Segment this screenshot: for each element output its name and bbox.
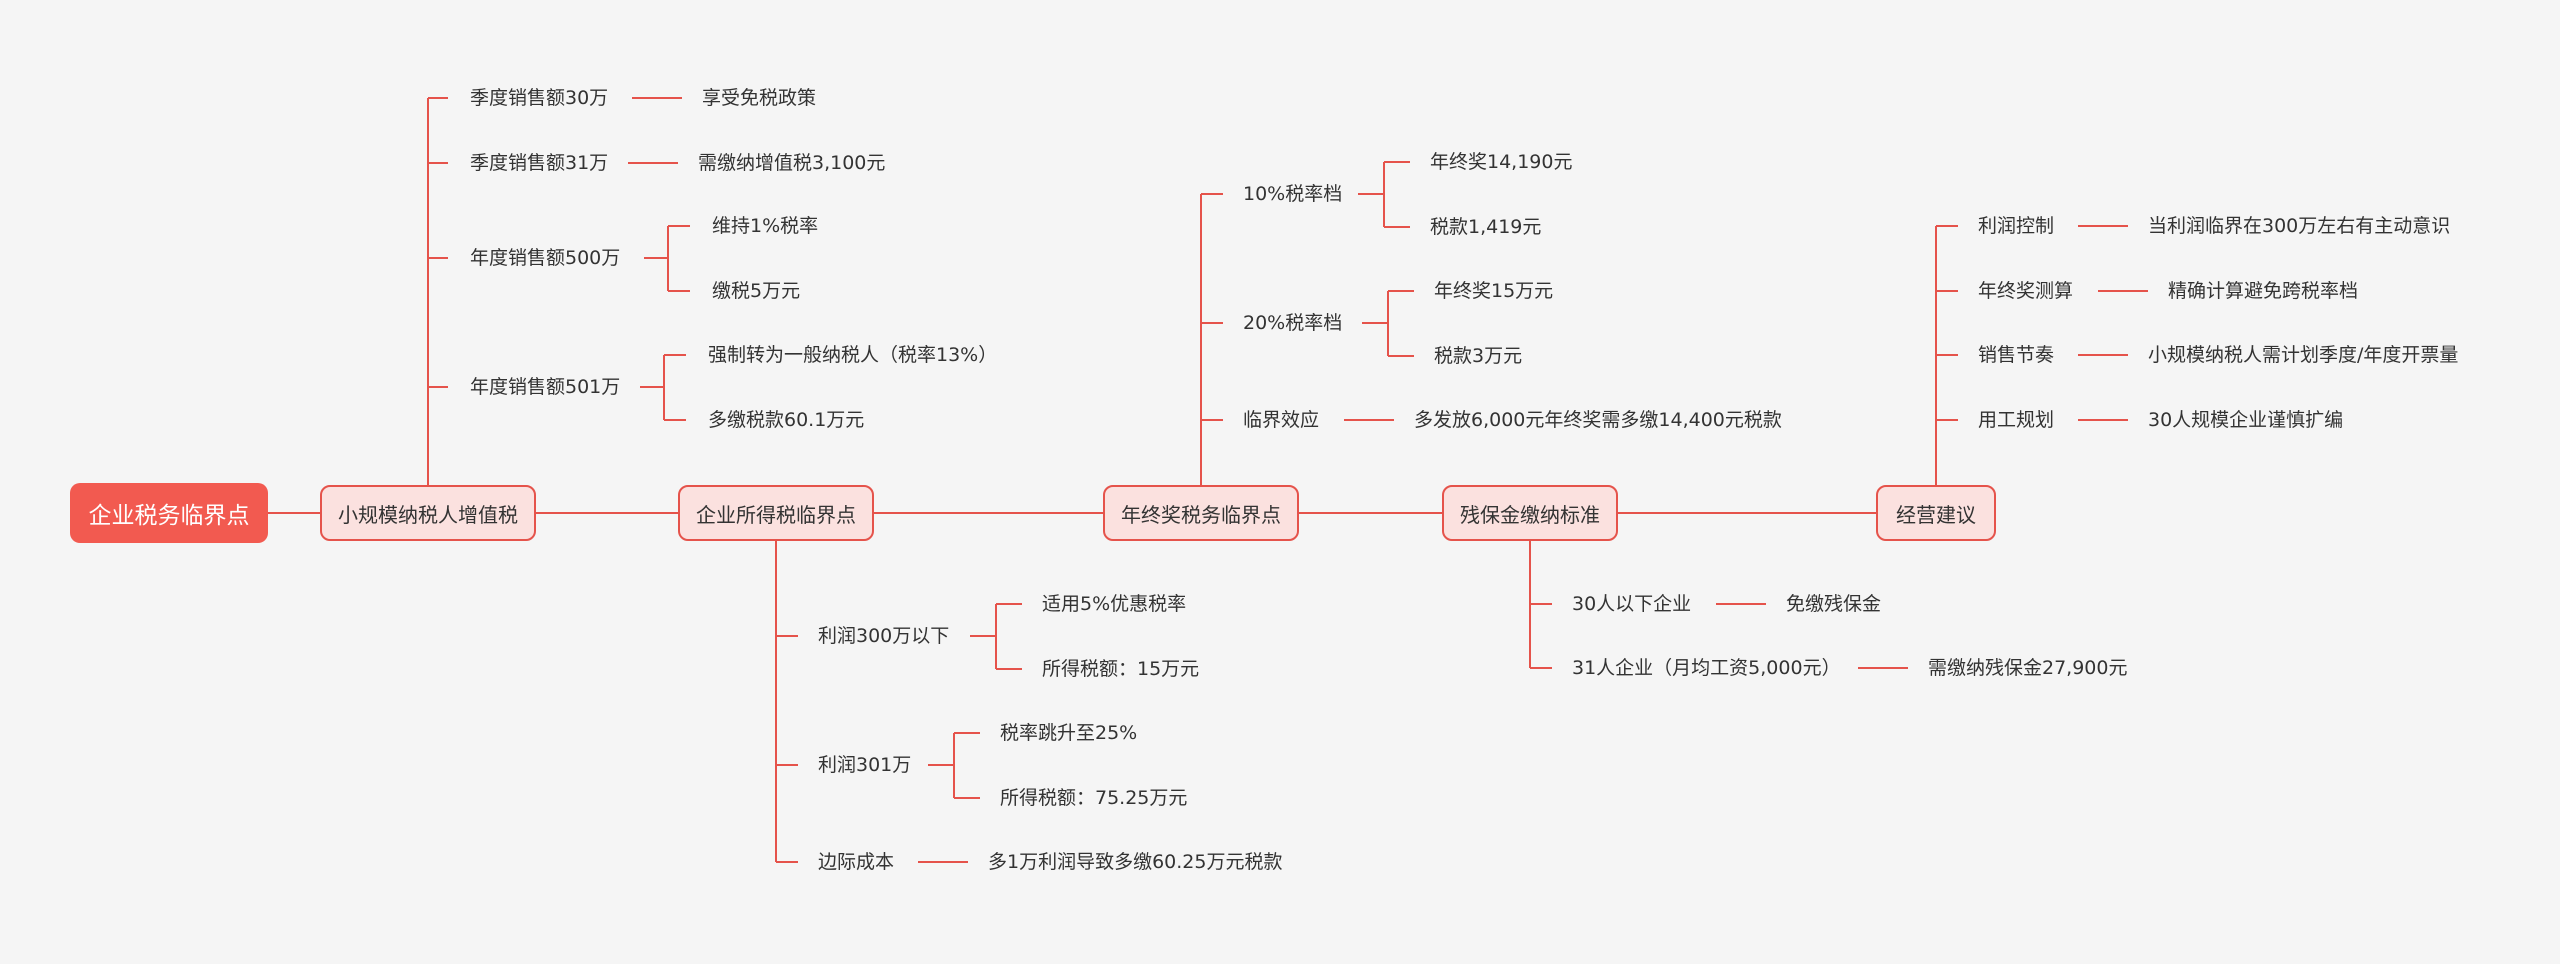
cit-leaf-25pct[interactable]: 税率跳升至25% (1000, 722, 1138, 744)
bonus-leaf-14190[interactable]: 年终奖14,190元 (1430, 151, 1573, 173)
vat-leaf-tax-5w[interactable]: 缴税5万元 (712, 280, 801, 302)
branch-cit-node[interactable]: 企业所得税临界点 (678, 485, 874, 541)
branch-vat-node[interactable]: 小规模纳税人增值税 (320, 485, 536, 541)
bonus-leaf-threshold-detail[interactable]: 多发放6,000元年终奖需多缴14,400元税款 (1414, 409, 1782, 431)
cit-leaf-marginal-detail[interactable]: 多1万利润导致多缴60.25万元税款 (988, 851, 1283, 873)
vat-leaf-general-taxpayer[interactable]: 强制转为一般纳税人（税率13%） (708, 344, 998, 366)
branch-disability-node[interactable]: 残保金缴纳标准 (1442, 485, 1618, 541)
cit-leaf-5pct[interactable]: 适用5%优惠税率 (1042, 593, 1187, 615)
vat-item-annual-501[interactable]: 年度销售额501万 (470, 376, 621, 398)
cit-item-profit-under-300[interactable]: 利润300万以下 (818, 625, 950, 647)
disability-item-31[interactable]: 31人企业（月均工资5,000元） (1572, 657, 1841, 679)
vat-leaf-keep-rate[interactable]: 维持1%税率 (712, 215, 819, 237)
bonus-leaf-tax-1419[interactable]: 税款1,419元 (1430, 216, 1542, 238)
vat-leaf-exempt[interactable]: 享受免税政策 (702, 87, 817, 109)
cit-item-profit-301[interactable]: 利润301万 (818, 754, 912, 776)
vat-leaf-extra-601k[interactable]: 多缴税款60.1万元 (708, 409, 865, 431)
vat-item-quarter-31[interactable]: 季度销售额31万 (470, 152, 609, 174)
bonus-leaf-15w[interactable]: 年终奖15万元 (1434, 280, 1554, 302)
vat-item-annual-500[interactable]: 年度销售额500万 (470, 247, 621, 269)
bonus-item-20pct[interactable]: 20%税率档 (1243, 312, 1343, 334)
bonus-item-10pct[interactable]: 10%税率档 (1243, 183, 1343, 205)
branch-bonus-node[interactable]: 年终奖税务临界点 (1103, 485, 1299, 541)
disability-item-under-30[interactable]: 30人以下企业 (1572, 593, 1692, 615)
disability-leaf-pay-27900[interactable]: 需缴纳残保金27,900元 (1928, 657, 2128, 679)
bonus-item-threshold[interactable]: 临界效应 (1243, 409, 1320, 431)
cit-leaf-tax-7525[interactable]: 所得税额：75.25万元 (1000, 787, 1188, 809)
advice-item-sales-rhythm[interactable]: 销售节奏 (1978, 344, 2055, 366)
advice-leaf-staffing-detail[interactable]: 30人规模企业谨慎扩编 (2148, 409, 2344, 431)
advice-item-bonus-calc[interactable]: 年终奖测算 (1978, 280, 2074, 302)
advice-leaf-bonus-detail[interactable]: 精确计算避免跨税率档 (2168, 280, 2359, 302)
advice-item-staffing[interactable]: 用工规划 (1978, 409, 2055, 431)
vat-leaf-pay-3100[interactable]: 需缴纳增值税3,100元 (698, 152, 886, 174)
cit-leaf-tax-15w[interactable]: 所得税额：15万元 (1042, 658, 1200, 680)
bonus-leaf-tax-3w[interactable]: 税款3万元 (1434, 345, 1523, 367)
root-node[interactable]: 企业税务临界点 (70, 483, 268, 543)
branch-advice-node[interactable]: 经营建议 (1876, 485, 1996, 541)
advice-leaf-profit-detail[interactable]: 当利润临界在300万左右有主动意识 (2148, 215, 2451, 237)
disability-leaf-exempt[interactable]: 免缴残保金 (1786, 593, 1882, 615)
cit-item-marginal-cost[interactable]: 边际成本 (818, 851, 895, 873)
vat-item-quarter-30[interactable]: 季度销售额30万 (470, 87, 609, 109)
advice-leaf-sales-detail[interactable]: 小规模纳税人需计划季度/年度开票量 (2148, 344, 2459, 366)
advice-item-profit-control[interactable]: 利润控制 (1978, 215, 2055, 237)
